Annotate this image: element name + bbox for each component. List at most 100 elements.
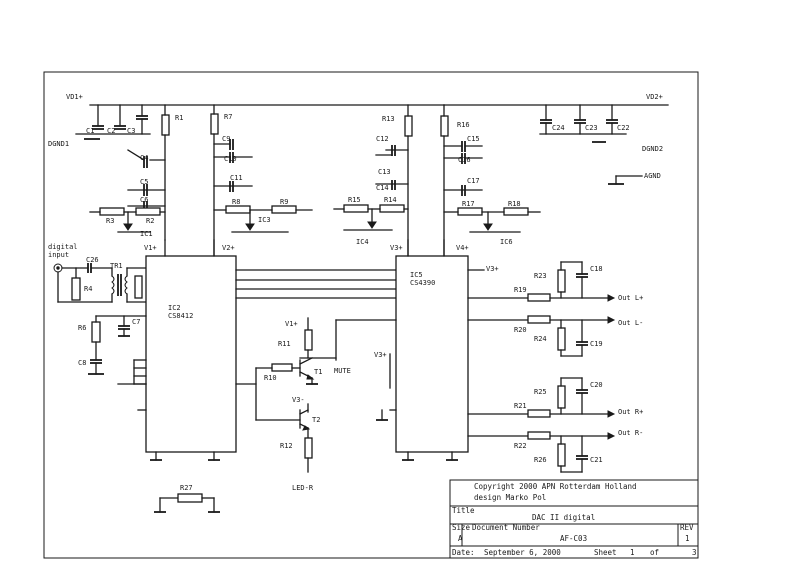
rail-vd1: VD1+ [66, 93, 445, 106]
rev-field-label: REV [680, 523, 694, 532]
ic2-ref-label: IC2 [168, 304, 181, 312]
r22-label: R22 [514, 442, 527, 450]
out-lm-label: Out L- [618, 319, 643, 327]
c3-label: C3 [127, 127, 135, 135]
supply-v2-label: V2+ [222, 244, 235, 252]
r13-label: R13 [382, 115, 395, 123]
copyright-text: Copyright 2000 APN Rotterdam Holland [474, 482, 637, 491]
c16-label: C16 [458, 156, 471, 164]
r21-label: R21 [514, 402, 527, 410]
r6-label: R6 [78, 324, 86, 332]
r26-label: R26 [534, 456, 547, 464]
c10-label: C10 [224, 155, 237, 163]
title-field-value: DAC II digital [532, 513, 595, 522]
design-text: design Marko Pol [474, 493, 546, 502]
v3-neg-label: V3- [292, 396, 305, 404]
vd1-decoupling: C1 C2 C3 DGND1 [48, 104, 151, 148]
sheet-field-label: Sheet [594, 548, 617, 557]
date-field-label: Date: [452, 548, 475, 557]
doc-field-label: Document Number [472, 523, 540, 532]
ic3-label: IC3 [258, 216, 271, 224]
supply-v3-label: V3+ [390, 244, 403, 252]
ic5-v3-label: V3+ [486, 265, 499, 273]
c18-label: C18 [590, 265, 603, 273]
r3-label: R3 [106, 217, 114, 225]
tr1-label: TR1 [110, 262, 123, 270]
led-signal-label: LED-R [292, 484, 314, 492]
regulator-v1: R1 C4 C5 C6 R3 R2 IC1 V1+ [89, 104, 183, 252]
rail-dgnd1-label: DGND1 [48, 140, 69, 148]
r19-label: R19 [514, 286, 527, 294]
c5-label: C5 [140, 178, 148, 186]
c13-label: C13 [378, 168, 391, 176]
c24-label: C24 [552, 124, 565, 132]
c17-label: C17 [467, 177, 480, 185]
sheet-total-value: 3 [692, 548, 697, 557]
ic2-filter: R6 C7 C8 [78, 315, 147, 375]
regulator-v4: R16 C15 C16 C17 R17 R18 IC6 V4+ [440, 104, 541, 257]
rev-field-value: 1 [685, 534, 690, 543]
ic1-label: IC1 [140, 230, 153, 238]
t1-supply-label: V1+ [285, 320, 298, 328]
r23-label: R23 [534, 272, 547, 280]
c15-label: C15 [467, 135, 480, 143]
c12-label: C12 [376, 135, 389, 143]
rail-vd2-label: VD2+ [646, 93, 663, 101]
regulator-v3: R13 C12 C13 C14 R15 R14 IC4 V3+ [333, 104, 413, 257]
drawing-frame [43, 71, 699, 559]
c19-label: C19 [590, 340, 603, 348]
size-field-value: A [458, 534, 463, 543]
ic5-part-label: CS4390 [410, 279, 435, 287]
c11-label: C11 [230, 174, 243, 182]
c8-label: C8 [78, 359, 86, 367]
input-label-line2: input [48, 251, 69, 259]
c23-label: C23 [585, 124, 598, 132]
r24-label: R24 [534, 335, 547, 343]
ic5-ref-label: IC5 [410, 271, 423, 279]
regulator-v2: R7 C9 C10 C11 R8 R9 IC3 V2+ [210, 104, 313, 256]
of-field-label: of [650, 548, 659, 557]
date-field-value: September 6, 2000 [484, 548, 561, 557]
r18-label: R18 [508, 200, 521, 208]
supply-v1-label: V1+ [144, 244, 157, 252]
c2-label: C2 [107, 127, 115, 135]
c7-label: C7 [132, 318, 140, 326]
r11-label: R11 [278, 340, 291, 348]
r14-label: R14 [384, 196, 397, 204]
out-lp-label: Out L+ [618, 294, 643, 302]
r15-label: R15 [348, 196, 361, 204]
c1-label: C1 [86, 127, 94, 135]
mute-led-section: V1+ R11 MUTE T1 R10 V3- T2 R12 LED-R [235, 317, 351, 492]
digital-input-section: digital input C26 R4 TR1 R5 [48, 243, 155, 303]
c22-label: C22 [617, 124, 630, 132]
c21-label: C21 [590, 456, 603, 464]
title-field-label: Title [452, 506, 475, 515]
c26-label: C26 [86, 256, 99, 264]
c14-label: C14 [376, 184, 389, 192]
mute-signal-label: MUTE [334, 367, 351, 375]
title-block: Copyright 2000 APN Rotterdam Holland des… [449, 479, 699, 559]
r17-label: R17 [462, 200, 475, 208]
r25-label: R25 [534, 388, 547, 396]
r9-label: R9 [280, 198, 288, 206]
vd2-decoupling: C24 C23 C22 DGND2 AGND [539, 104, 663, 185]
r1-label: R1 [175, 114, 183, 122]
r27-label: R27 [180, 484, 193, 492]
doc-field-value: AF-C03 [560, 534, 587, 543]
r2-label: R2 [146, 217, 154, 225]
ic2-part-label: CS8412 [168, 312, 193, 320]
sheet-field-value: 1 [630, 548, 635, 557]
r20-label: R20 [514, 326, 527, 334]
out-rp-label: Out R+ [618, 408, 643, 416]
ic5-v3b-label: V3+ [374, 351, 387, 359]
c6-label: C6 [140, 196, 148, 204]
c9-label: C9 [222, 135, 230, 143]
r27-section: R27 [154, 484, 220, 513]
t1-label: T1 [314, 368, 322, 376]
r12-label: R12 [280, 442, 293, 450]
supply-v4-label: V4+ [456, 244, 469, 252]
chip-ic2: IC2 CS8412 [117, 239, 237, 461]
t2-label: T2 [312, 416, 320, 424]
c4-label: C4 [140, 154, 148, 162]
